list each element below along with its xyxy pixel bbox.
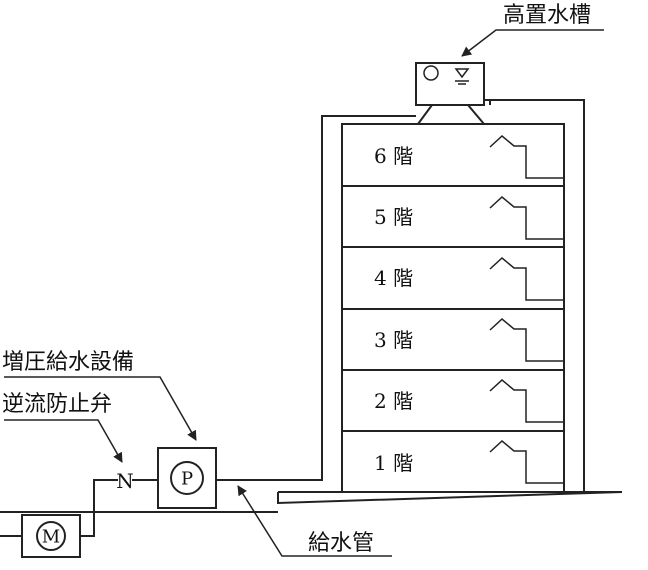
leader-booster-equipment — [4, 376, 197, 441]
pipe-pump-to-riser — [216, 115, 416, 481]
booster-pump-circle — [170, 461, 204, 495]
floor-label-6: 6 階 — [374, 144, 413, 168]
label-supply-pipe: 給水管 — [308, 531, 374, 556]
floor-label-3: 3 階 — [374, 328, 413, 352]
ground-line — [277, 491, 623, 505]
floor-label-5: 5 階 — [374, 205, 413, 229]
floor-label-2: 2 階 — [374, 389, 413, 413]
leader-supply-pipe — [237, 485, 392, 557]
check-valve-symbol: N — [116, 469, 134, 493]
faucets — [489, 135, 564, 484]
label-booster-equipment: 増圧給水設備 — [2, 350, 134, 375]
leader-elevated-tank — [461, 29, 604, 57]
faucet-6f — [489, 135, 564, 179]
water-meter-circle — [36, 521, 66, 551]
booster-pump-symbol: P — [181, 469, 193, 490]
tank-support — [417, 104, 485, 125]
booster-pump-box — [157, 447, 217, 509]
leader-check-valve — [4, 419, 123, 463]
faucet-2f — [489, 379, 564, 423]
pipe-meter-to-valve — [80, 479, 118, 537]
tank-float-icon — [423, 65, 439, 81]
faucet-1f — [489, 440, 564, 484]
elevated-tank — [415, 62, 485, 106]
floor-label-4: 4 階 — [374, 266, 413, 290]
label-check-valve: 逆流防止弁 — [2, 392, 112, 417]
label-elevated-tank: 高置水槽 — [503, 3, 591, 28]
tank-down-pipe — [484, 99, 585, 492]
faucet-4f — [489, 257, 564, 301]
floor-label-1: 1 階 — [374, 451, 413, 475]
tank-water-level-icon — [454, 68, 470, 85]
water-meter-symbol: M — [42, 527, 60, 548]
faucet-5f — [489, 196, 564, 240]
faucet-3f — [489, 318, 564, 362]
